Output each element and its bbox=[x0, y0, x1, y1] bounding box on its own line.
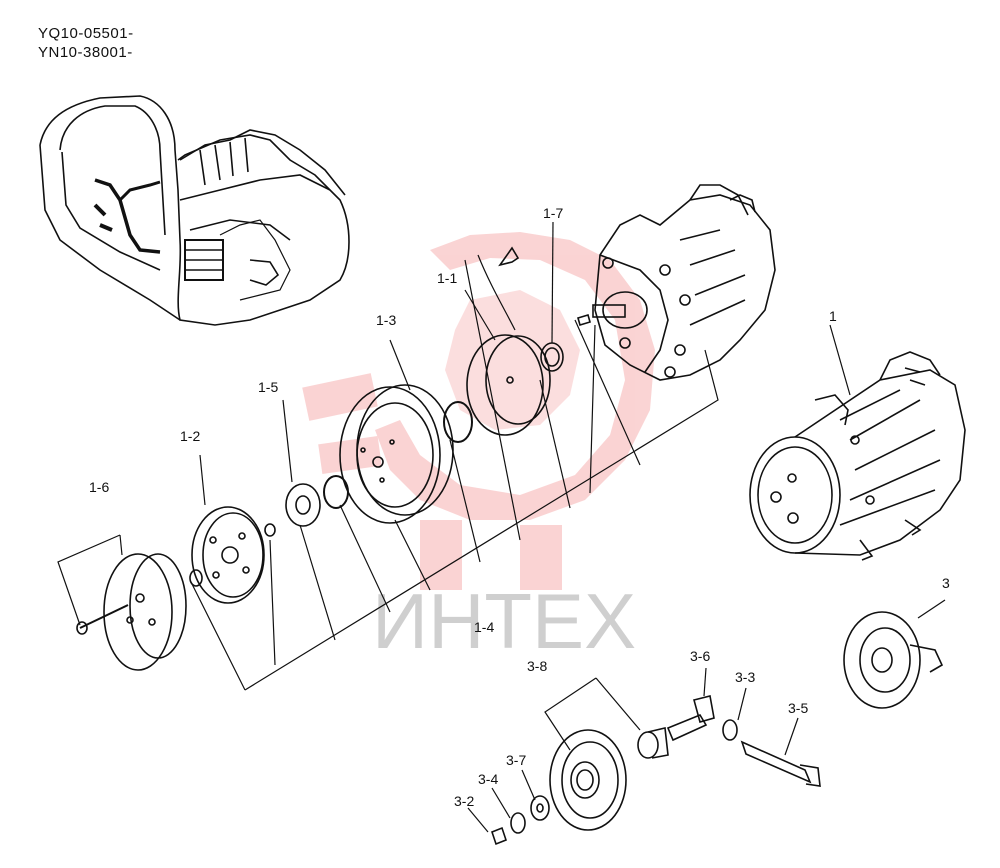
label-1-7: 1-7 bbox=[543, 205, 563, 221]
watermark-logo bbox=[302, 232, 655, 590]
idler-pulley-assembly bbox=[843, 611, 944, 709]
label-3-7: 3-7 bbox=[506, 752, 526, 768]
nut-washer-set bbox=[491, 795, 550, 846]
label-3-3: 3-3 bbox=[735, 669, 755, 685]
label-1: 1 bbox=[829, 308, 837, 324]
clutch-cover bbox=[76, 553, 187, 671]
label-1-2: 1-2 bbox=[180, 428, 200, 444]
label-1-1: 1-1 bbox=[437, 270, 457, 286]
serial-number-2: YN10-38001- bbox=[38, 44, 133, 61]
label-1-3: 1-3 bbox=[376, 312, 396, 328]
washer-3-3 bbox=[722, 719, 738, 741]
label-1-6: 1-6 bbox=[89, 479, 109, 495]
idler-pulley bbox=[549, 727, 669, 831]
label-3-8: 3-8 bbox=[527, 658, 547, 674]
armature-plate bbox=[189, 506, 276, 604]
clutch-coil bbox=[466, 246, 551, 436]
label-3-2: 3-2 bbox=[454, 793, 474, 809]
snap-ring bbox=[323, 401, 473, 509]
label-1-5: 1-5 bbox=[258, 379, 278, 395]
spacer-washer bbox=[285, 483, 321, 527]
serial-numbers: YQ10-05501- YN10-38001- bbox=[38, 24, 134, 62]
compressor-assembly bbox=[749, 351, 966, 561]
label-3-4: 3-4 bbox=[478, 771, 498, 787]
bracket-bolt bbox=[666, 695, 715, 742]
serial-number-1: YQ10-05501- bbox=[38, 25, 134, 42]
label-3-6: 3-6 bbox=[690, 648, 710, 664]
excavator-overview-illustration bbox=[39, 95, 350, 326]
long-bolt bbox=[740, 740, 821, 787]
label-1-4: 1-4 bbox=[474, 619, 494, 635]
label-3: 3 bbox=[942, 575, 950, 591]
label-3-5: 3-5 bbox=[788, 700, 808, 716]
watermark-text: ИНТЕХ bbox=[372, 577, 636, 665]
leader-lines bbox=[57, 221, 946, 833]
compressor-body bbox=[592, 184, 776, 381]
